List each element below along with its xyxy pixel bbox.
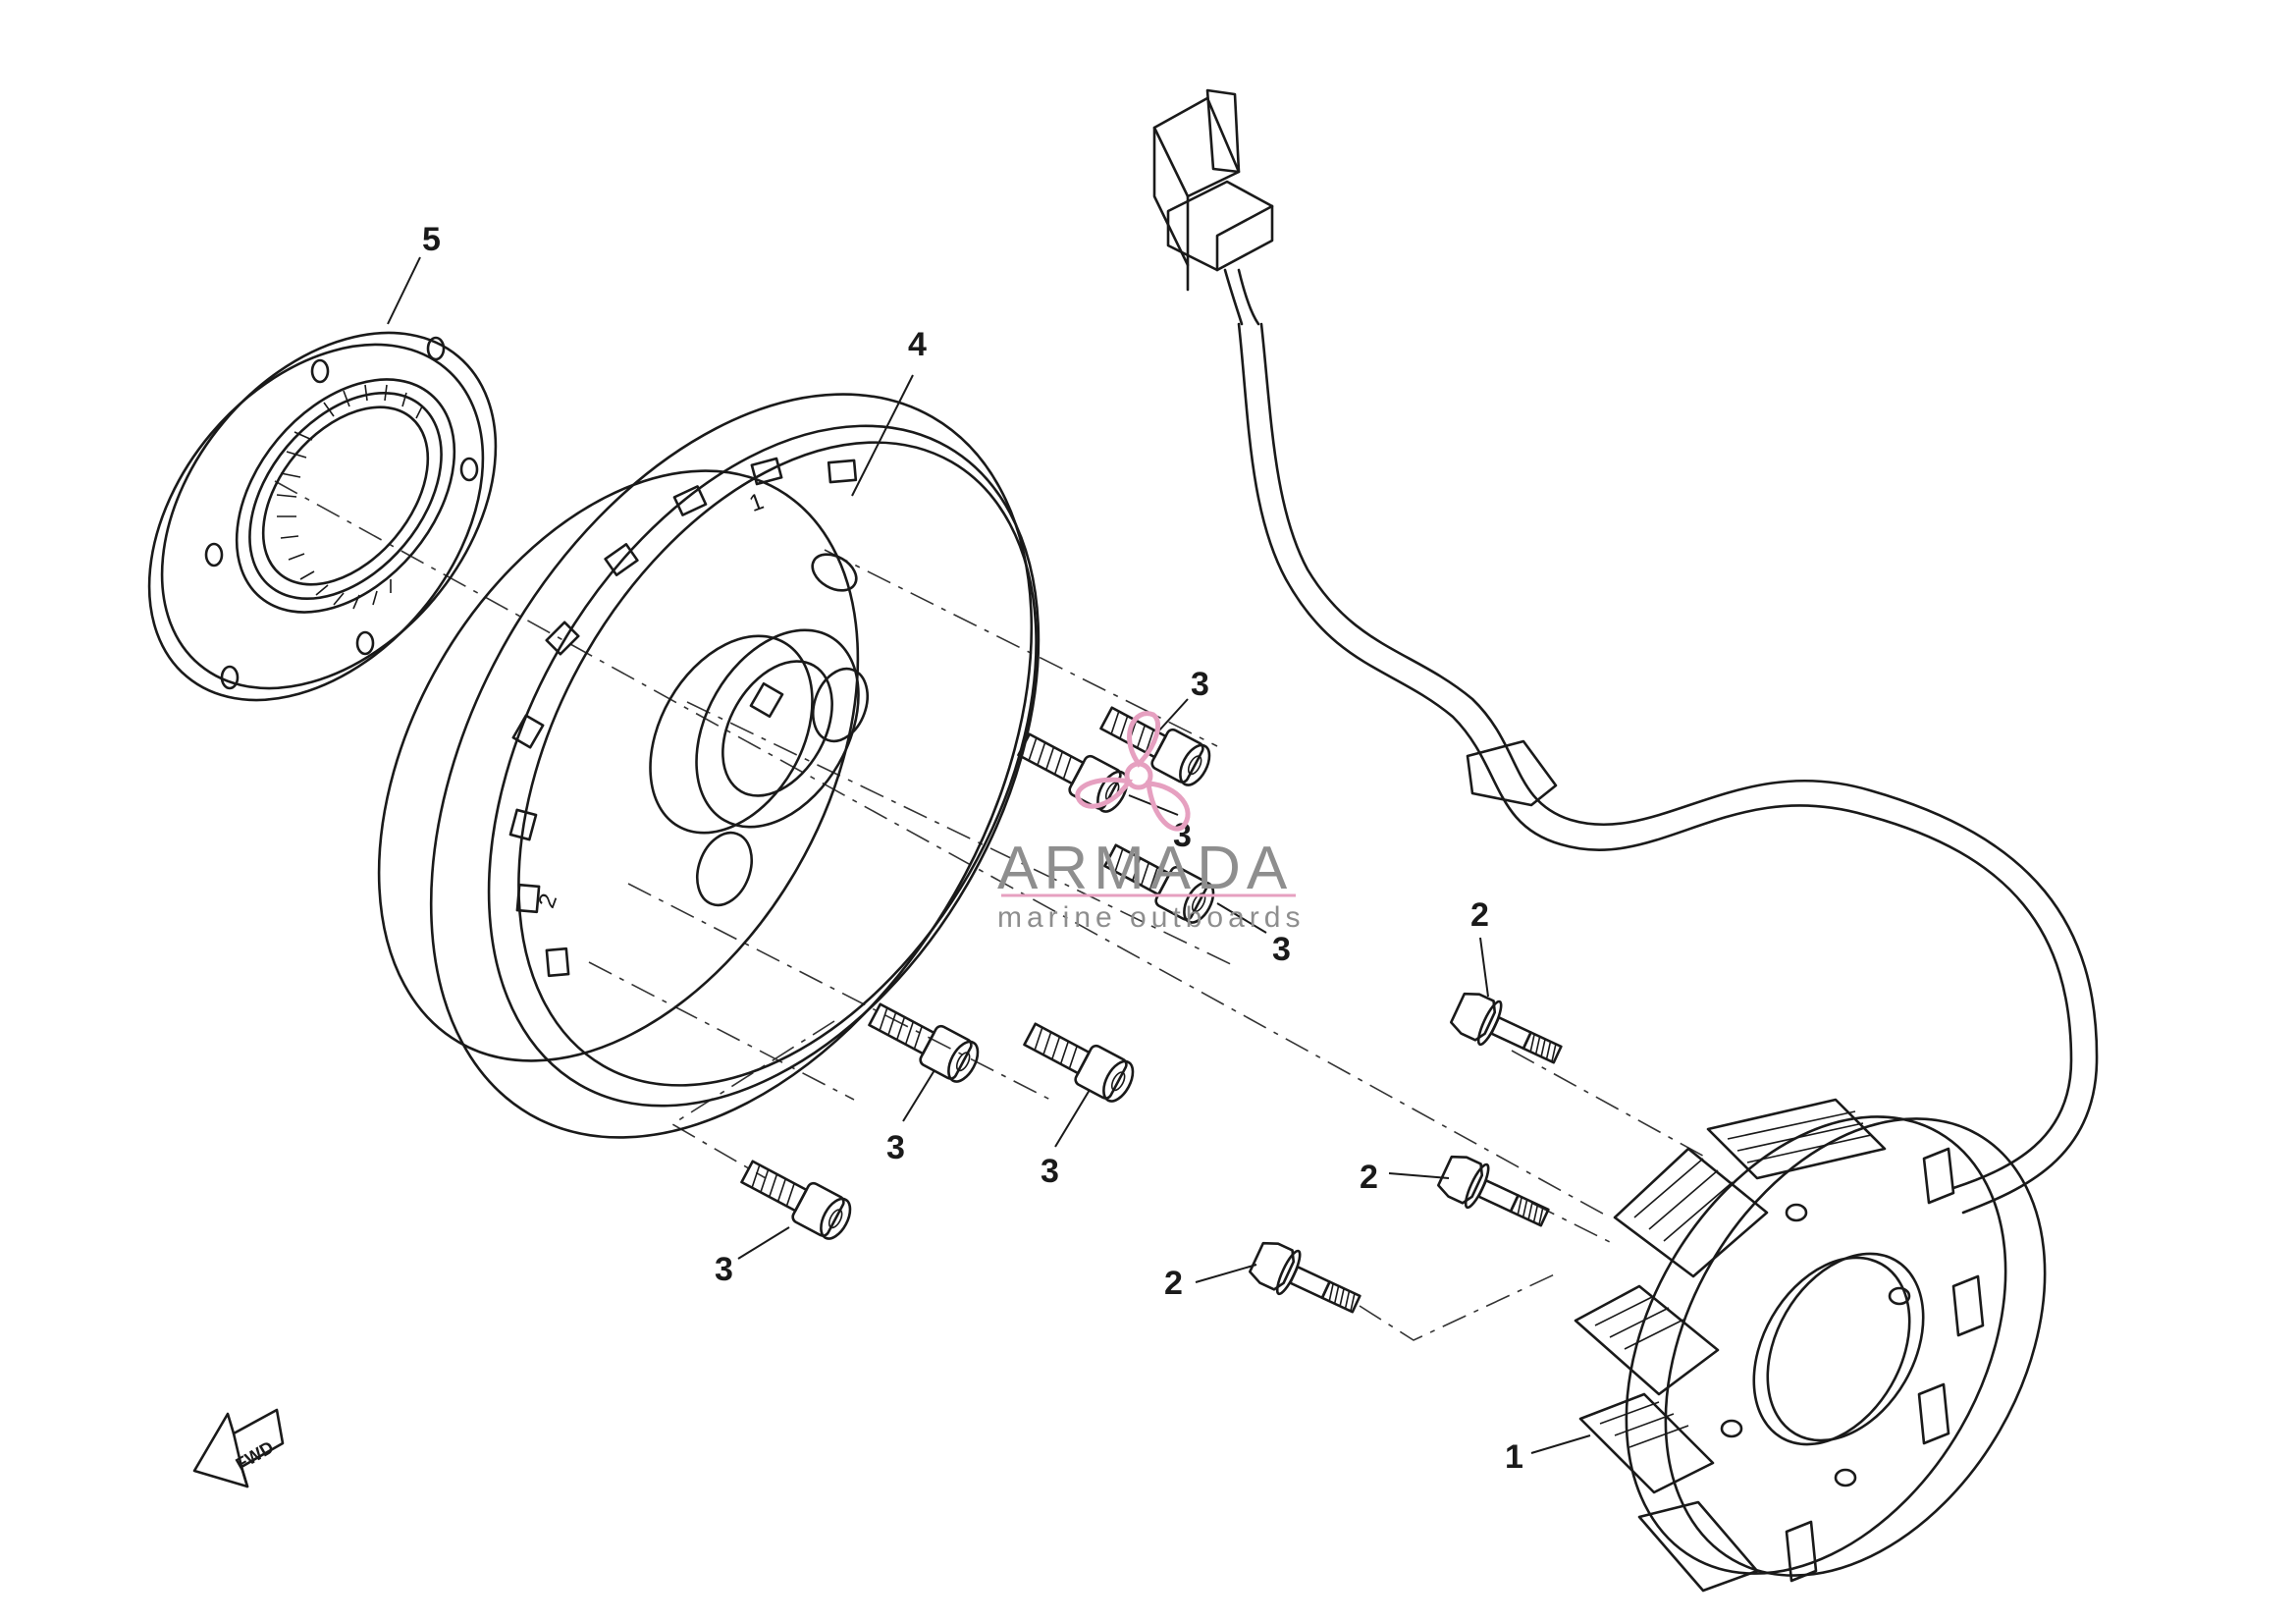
one-way-clutch-part-5 <box>147 331 498 702</box>
propeller-logo-icon <box>1075 711 1191 832</box>
fwd-label: FWD <box>233 1437 277 1475</box>
timing-tabs <box>508 457 858 978</box>
callout-3: 3 <box>715 1251 733 1288</box>
armada-watermark: ARMADA marine outboards <box>997 711 1305 934</box>
socket-screw <box>868 1002 980 1083</box>
stator-coils <box>1574 1098 1887 1593</box>
watermark-subtitle: marine outboards <box>997 901 1305 934</box>
socket-screws-part-3 <box>740 706 1215 1240</box>
stator-part-1 <box>1574 1098 2047 1593</box>
flange-holes <box>204 336 479 690</box>
socket-screw <box>1017 732 1129 813</box>
socket-screw <box>1023 1022 1135 1103</box>
harness-connector <box>1152 88 1274 292</box>
flange-bolts-part-2 <box>1248 992 1563 1314</box>
flywheel-rotor-part-4: 1 2 <box>377 393 1041 1139</box>
callout-3: 3 <box>886 1129 905 1166</box>
leader-lines <box>387 256 1591 1454</box>
stator-mount-lugs <box>1785 1147 1985 1583</box>
rotor-mark-1: 1 <box>746 488 768 517</box>
callout-1: 1 <box>1505 1438 1523 1476</box>
socket-screw <box>1099 706 1211 786</box>
callout-labels: 5 4 3 3 3 3 3 3 2 2 2 1 <box>422 221 1523 1476</box>
callout-4: 4 <box>908 326 927 363</box>
wire-harness <box>1152 88 2099 1215</box>
callout-2: 2 <box>1164 1265 1183 1302</box>
socket-screw <box>740 1160 852 1240</box>
callout-3: 3 <box>1041 1153 1059 1190</box>
callout-3: 3 <box>1272 931 1291 968</box>
roller-cage <box>276 384 423 610</box>
callout-3: 3 <box>1173 817 1192 854</box>
callout-2: 2 <box>1360 1159 1378 1196</box>
callout-5: 5 <box>422 221 441 258</box>
flange-bolt <box>1248 1241 1362 1314</box>
callout-2: 2 <box>1470 896 1489 934</box>
forward-direction-arrow: FWD <box>192 1408 285 1488</box>
watermark-title: ARMADA <box>997 835 1293 902</box>
flange-bolt <box>1436 1155 1550 1227</box>
socket-screw <box>1103 843 1215 924</box>
flange-bolt <box>1449 992 1563 1064</box>
callout-3: 3 <box>1191 666 1209 703</box>
assembly-center-lines <box>274 480 1709 1341</box>
